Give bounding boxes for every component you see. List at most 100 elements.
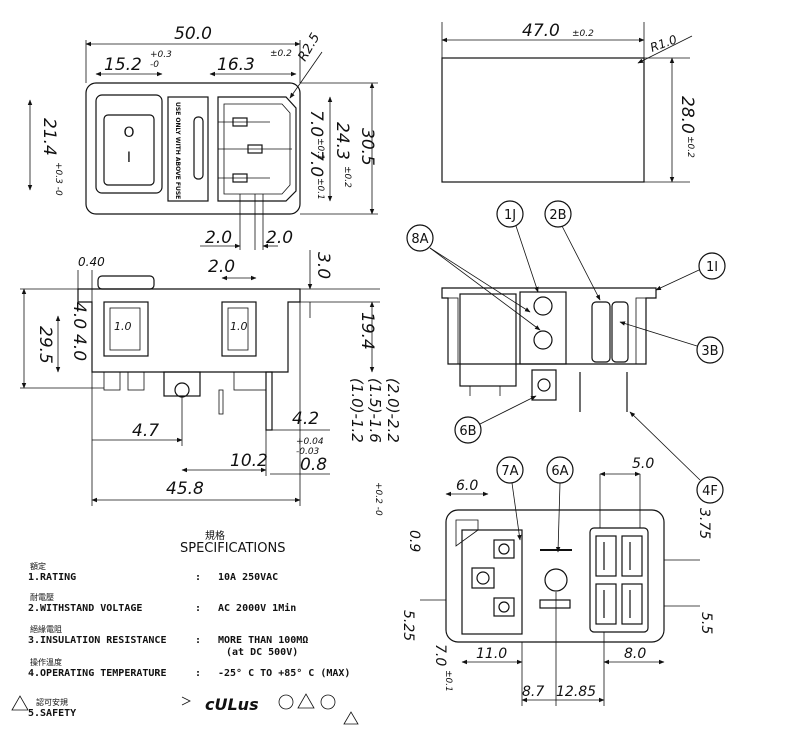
front-view: O I USE ONLY WITH ABOVE FUSE 50.0 15.2 +… xyxy=(27,24,378,250)
section-view xyxy=(441,287,657,412)
cert-triangle2-icon xyxy=(343,711,359,725)
fuse-holder xyxy=(167,96,209,202)
rear-top-b-dim: 5.0 xyxy=(632,456,654,472)
cutout-height-tol: ±0.2 xyxy=(685,136,695,158)
front-height-left-tol: +0.3 -0 xyxy=(53,162,63,196)
rear-bot-a-tol: ±0.1 xyxy=(443,670,453,692)
callout-1j: 1J xyxy=(504,208,516,223)
fuse-drawer xyxy=(193,116,204,180)
spec-row-4-cn: 操作溫度 xyxy=(30,658,62,667)
pin-gap-b-dim: 2.0 xyxy=(266,228,293,248)
front-height-left-dim: 21.4 xyxy=(39,118,59,156)
switch-offset-dim: 15.2 xyxy=(104,55,142,75)
spec-row-5-cn: 認可安規 xyxy=(36,698,68,707)
iec-inlet-inner xyxy=(223,103,291,195)
warning-triangle-icon xyxy=(11,695,29,711)
spec-row-4-value: -25° C TO +85° C (MAX) xyxy=(218,668,351,679)
spec-row-1-cn: 額定 xyxy=(30,562,46,571)
front-housing-outline xyxy=(85,82,301,215)
spec-title-cn: 規格 xyxy=(205,531,225,542)
side-terminal xyxy=(265,371,273,431)
inlet-width-tol: ±0.2 xyxy=(270,49,292,59)
front-height-total-dim: 30.5 xyxy=(357,128,377,166)
side-switch-window xyxy=(103,301,149,357)
panel-thk-b: (1.5)-1.6 xyxy=(366,378,384,443)
side-rocker-top xyxy=(97,275,155,290)
terminal-tol-lo: -0.03 xyxy=(296,447,320,457)
rocker-switch xyxy=(103,114,155,186)
rear-bot-c-dim: 8.0 xyxy=(624,646,646,662)
inlet-width-dim: 16.3 xyxy=(217,55,255,75)
callout-1i: 1I xyxy=(706,260,718,275)
cert-triangle-icon xyxy=(297,693,315,709)
ccc-mark-icon xyxy=(320,694,336,710)
callout-2b: 2B xyxy=(549,208,566,223)
callout-3b: 3B xyxy=(701,344,718,359)
iec-inlet-outline xyxy=(217,96,297,202)
cert-circle-icon xyxy=(278,694,294,710)
panel-thk-a: (1.0)-1.2 xyxy=(348,378,366,443)
spec-row-2-value: AC 2000V 1Min xyxy=(218,603,297,614)
rear-view: 6.0 5.0 0.9 3.75 5.5 5.25 7.0 ±0.1 11.0 … xyxy=(400,456,714,706)
side-offset-a-dim: 4.7 xyxy=(132,421,159,441)
callout-6a: 6A xyxy=(551,464,568,479)
cutout-width-dim: 47.0 xyxy=(522,21,560,41)
rear-bot-e-dim: 12.85 xyxy=(556,684,596,700)
inlet-height-tol: ±0.2 xyxy=(342,166,352,188)
callout-8a: 8A xyxy=(411,232,428,247)
rear-right-b-dim: 5.5 xyxy=(698,612,714,634)
rocker-on-symbol: I xyxy=(127,150,131,166)
cutout-outline xyxy=(441,57,645,183)
pin-pitch-a-dim: 7.0 xyxy=(306,110,326,137)
spec-row-3-cn: 絕緣電阻 xyxy=(30,625,62,634)
rocker-bezel xyxy=(95,94,163,194)
rear-left-a-dim: 0.9 xyxy=(406,530,422,552)
spec-row-2-label: 2.WITHSTAND VOLTAGE xyxy=(28,603,143,614)
side-height-a-dim: 4.0 xyxy=(69,334,89,361)
safety-marks: cULus xyxy=(11,693,359,725)
rear-switch-area xyxy=(461,529,523,635)
spec-row-3-sep: : xyxy=(195,635,202,646)
rear-connector-block xyxy=(589,527,649,633)
switch-offset-tol-lo: -0 xyxy=(150,60,159,70)
cutout-radius-label: R1.0 xyxy=(648,32,679,55)
section-contact-block xyxy=(519,291,567,365)
front-width-dim: 50.0 xyxy=(174,24,212,44)
terminal-width-dim: 0.8 xyxy=(300,455,327,475)
rear-top-a-dim: 6.0 xyxy=(456,478,478,494)
spec-row-1-sep: : xyxy=(195,572,202,583)
side-height-total-dim: 29.5 xyxy=(35,326,55,364)
pin-pitch-a-tol: ±0.1 xyxy=(315,138,325,160)
callout-7a: 7A xyxy=(501,464,518,479)
side-view: 1.0 1.0 0.40 2.0 3.0 19.4 29.5 4.0 4.0 4… xyxy=(20,250,402,516)
cutout-width-tol: ±0.2 xyxy=(572,29,594,39)
cert-mark: cULus xyxy=(205,695,259,714)
spec-row-3-value2: (at DC 500V) xyxy=(226,647,299,658)
callout-4f: 4F xyxy=(702,484,718,499)
spec-row-4-sep: : xyxy=(195,668,202,679)
pin-gap-a-dim: 2.0 xyxy=(205,228,232,248)
fuse-label: USE ONLY WITH ABOVE FUSE xyxy=(174,102,181,199)
spec-row-2-sep: : xyxy=(195,603,202,614)
pin-pitch-b-dim: 7.0 xyxy=(306,150,326,177)
cutout-height-dim: 28.0 xyxy=(677,96,697,134)
side-screw-boss xyxy=(163,371,201,397)
spec-row-2-cn: 耐電壓 xyxy=(30,593,54,602)
side-length-dim: 45.8 xyxy=(166,479,204,499)
cutout-view: 47.0 ±0.2 R1.0 28.0 ±0.2 xyxy=(441,21,697,183)
side-fuse-window xyxy=(221,301,257,357)
rear-bot-a-dim: 7.0 xyxy=(432,644,448,666)
side-height-b-dim: 4.0 xyxy=(69,302,89,329)
pin-pitch-b-tol: ±0.1 xyxy=(315,178,325,200)
spec-row-5-label: 5.SAFETY xyxy=(28,708,77,719)
spec-title: SPECIFICATIONS xyxy=(180,541,286,556)
inlet-height-dim: 24.3 xyxy=(332,122,352,160)
spec-row-4-label: 4.OPERATING TEMPERATURE xyxy=(28,668,167,679)
callout-6b: 6B xyxy=(459,424,476,439)
small-triangle-icon xyxy=(181,696,191,706)
side-depth-top-dim: 3.0 xyxy=(313,252,333,279)
rear-housing xyxy=(445,509,665,643)
side-housing xyxy=(77,288,301,373)
side-flange-dim: 0.40 xyxy=(78,255,105,269)
